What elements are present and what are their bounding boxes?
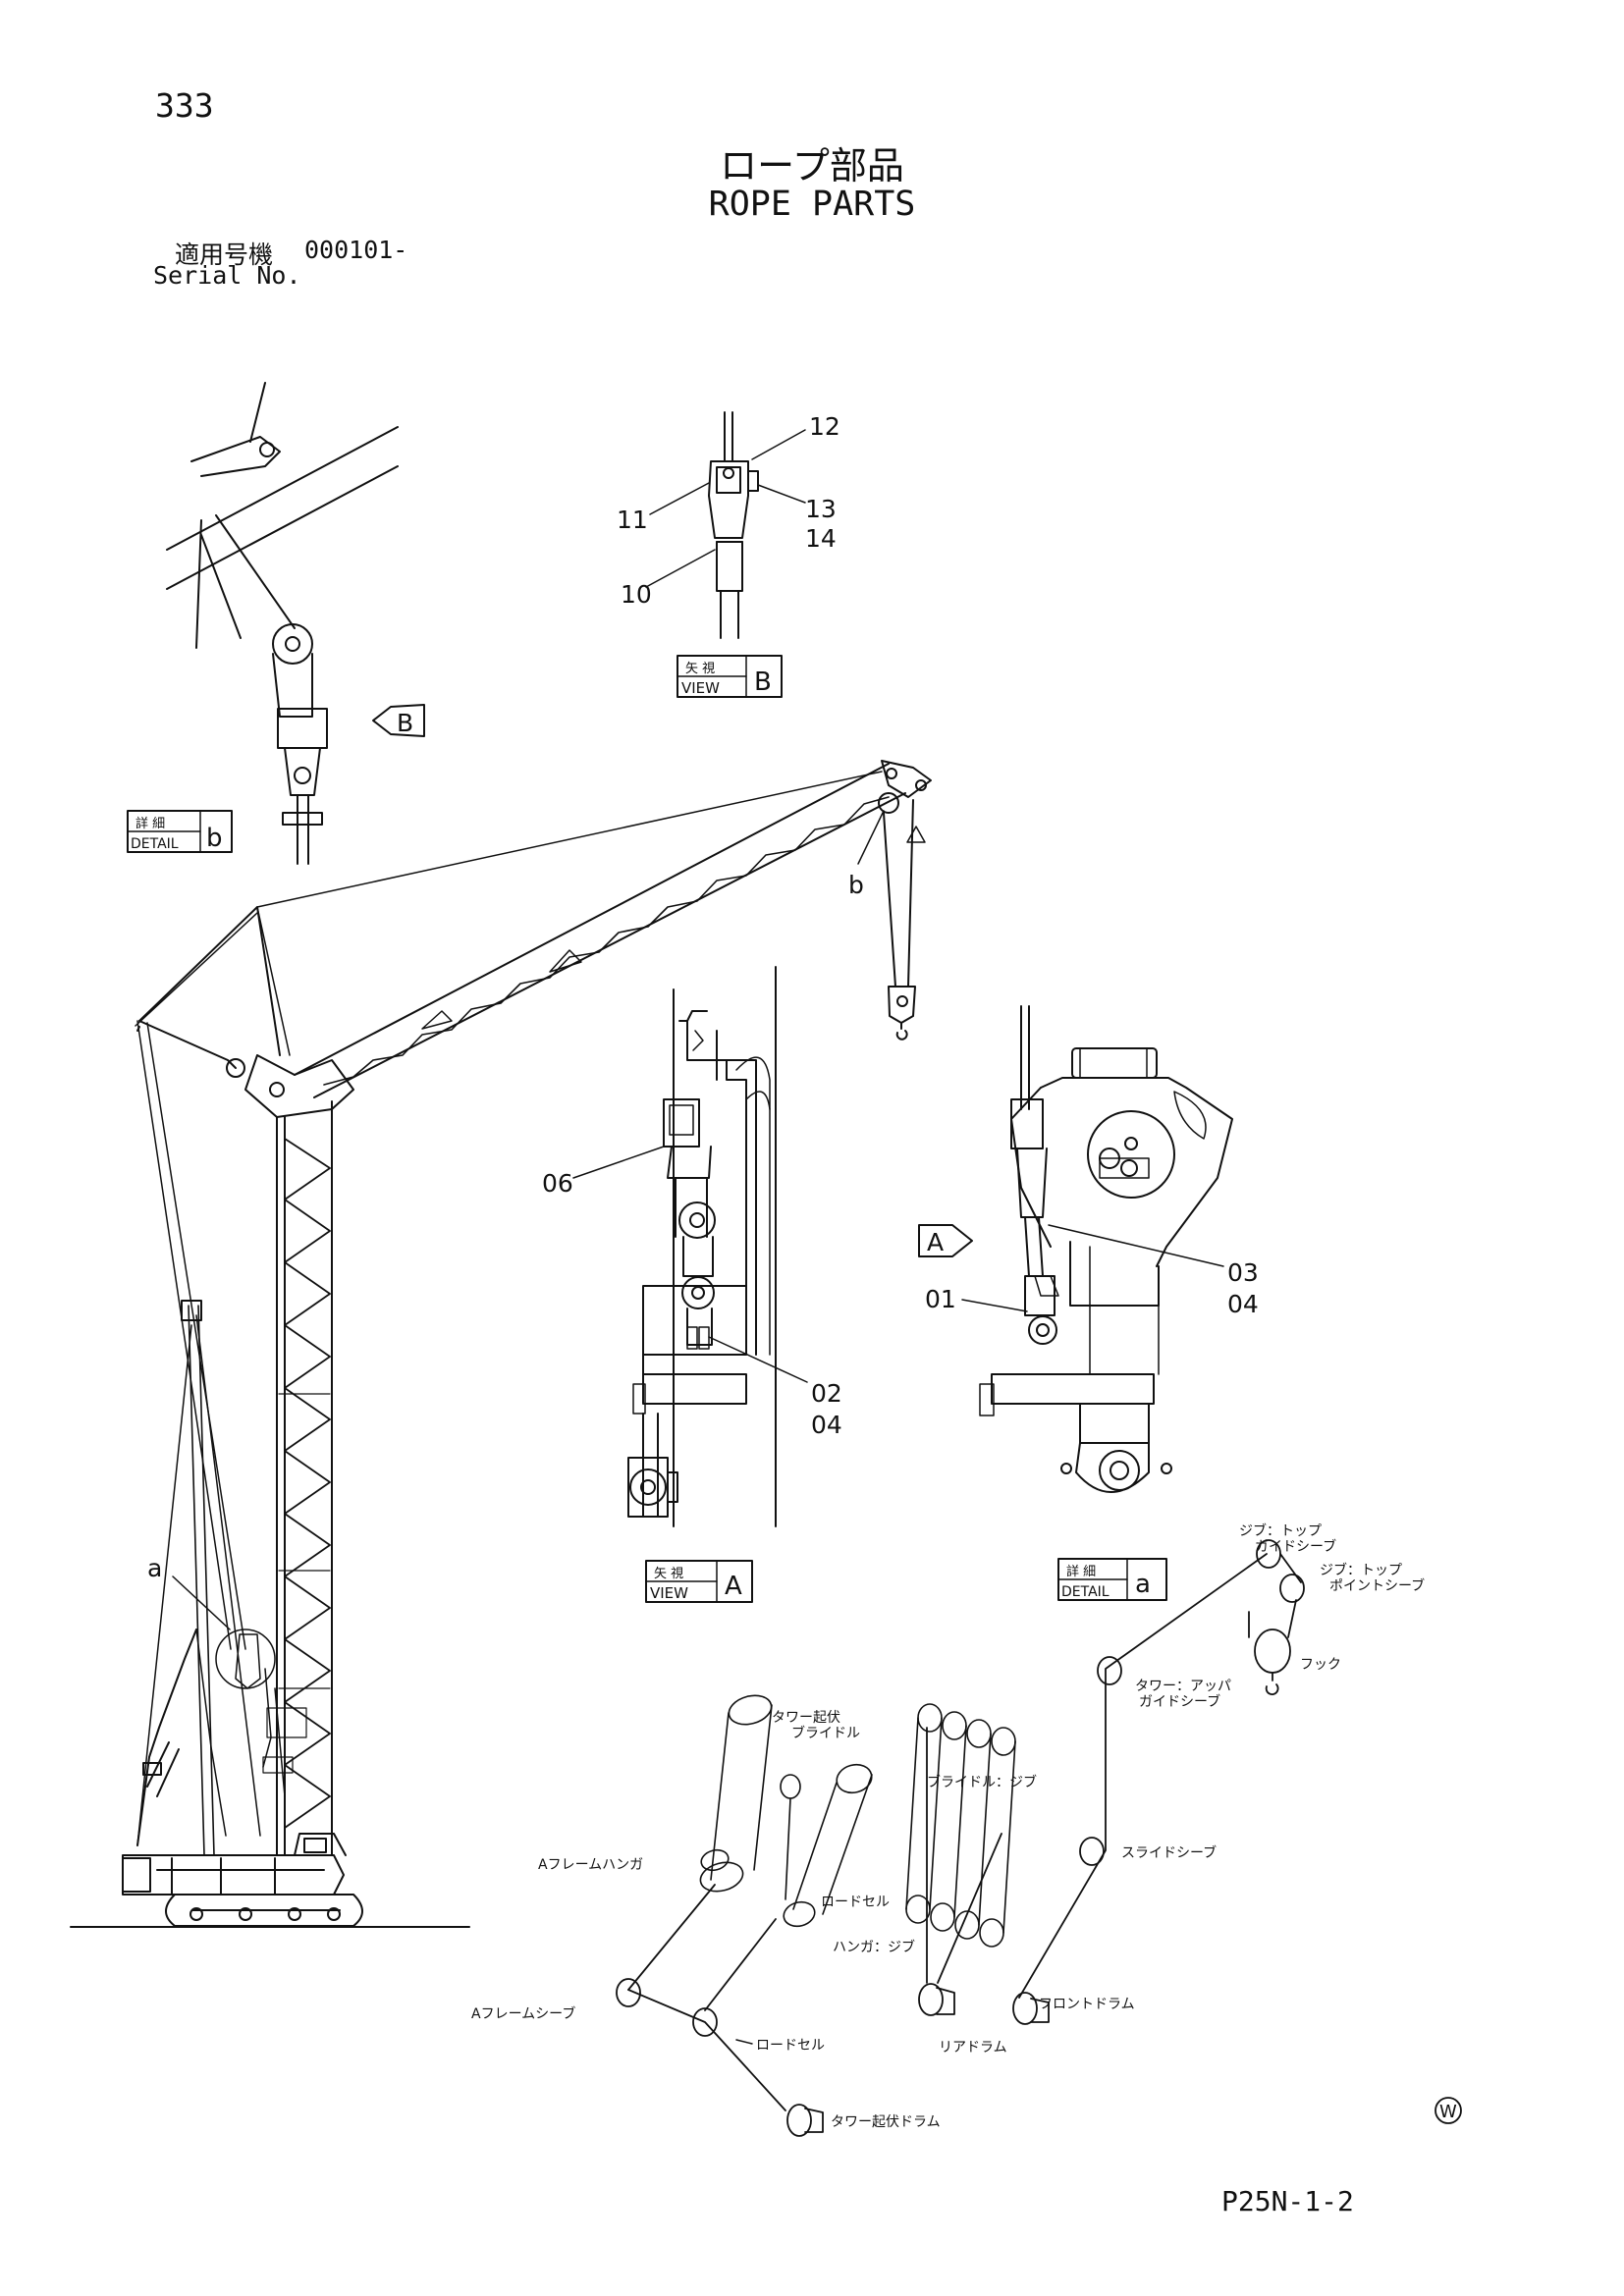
serial-label-jp: 適用号機 — [175, 240, 274, 269]
crane-drawing — [70, 760, 932, 1928]
part-01: 01 — [925, 1285, 956, 1313]
label-load-cell-2: ロードセル — [756, 2038, 825, 2054]
reeving-diagram — [616, 1539, 1305, 2137]
w-mark-letter: W — [1439, 2102, 1457, 2122]
view-b-box: 矢 視 VIEW B — [677, 655, 783, 698]
part-06: 06 — [542, 1169, 573, 1198]
part-12: 12 — [809, 412, 840, 441]
arrow-b-letter: B — [397, 709, 413, 737]
label-jib-top-point-1: ジブ：トップ — [1320, 1562, 1402, 1578]
view-a-box: 矢 視 VIEW A — [645, 1560, 753, 1603]
view-b-en: VIEW — [681, 679, 720, 697]
label-front-drum: フロントドラム — [1039, 1997, 1135, 2012]
arrow-b-callout: B — [372, 704, 425, 737]
label-tower-hoist-bridle-2: ブライドル — [791, 1725, 860, 1741]
label-bridle-jib: ブライドル：ジブ — [927, 1774, 1037, 1790]
callout-b-letter: b — [848, 871, 864, 899]
view-a-en: VIEW — [650, 1584, 688, 1602]
view-b-letter: B — [754, 667, 772, 697]
label-a-frame-sheave: Aフレームシーブ — [471, 2005, 575, 2022]
serial-label-en: Serial No. — [153, 261, 301, 290]
label-load-cell-1: ロードセル — [821, 1895, 890, 1910]
detail-a-letter: a — [1135, 1570, 1151, 1599]
callout-a-letter: a — [147, 1554, 162, 1582]
view-a-letter: A — [725, 1572, 742, 1601]
detail-a-jp: 詳 細 — [1066, 1564, 1096, 1579]
view-a-leaders — [572, 1146, 808, 1383]
label-slide-sheave: スライドシーブ — [1121, 1844, 1217, 1861]
part-14: 14 — [805, 524, 837, 553]
view-b-leaders — [645, 429, 806, 588]
label-rear-drum: リアドラム — [939, 2040, 1007, 2056]
detail-a-drawing — [979, 1005, 1233, 1493]
part-11: 11 — [617, 506, 648, 534]
label-jib-top-guide-2: ガイドシーブ — [1255, 1538, 1336, 1555]
detail-a-en: DETAIL — [1061, 1584, 1110, 1600]
serial-value: 000101- — [304, 236, 408, 264]
detail-b-box: 詳 細 DETAIL b — [127, 810, 233, 853]
part-02: 02 — [811, 1379, 842, 1408]
view-b-jp: 矢 視 — [685, 662, 715, 676]
detail-a-leaders — [961, 1224, 1224, 1312]
part-10: 10 — [621, 580, 652, 609]
w-mark: W — [1435, 2097, 1462, 2124]
part-04-a: 04 — [811, 1411, 842, 1439]
label-a-frame-hanger: Aフレームハンガ — [538, 1857, 643, 1873]
arrow-a-letter: A — [927, 1228, 944, 1256]
page-number: 333 — [155, 86, 214, 125]
label-hanger-jib: ハンガ：ジブ — [833, 1939, 915, 1955]
detail-a-box: 詳 細 DETAIL a — [1057, 1558, 1167, 1601]
label-tower-hoist-bridle-1: タワー起伏 — [772, 1710, 840, 1726]
arrow-a-callout: A — [918, 1224, 973, 1257]
page-title-en: ROPE PARTS — [708, 185, 916, 224]
figure-code: P25N-1-2 — [1221, 2185, 1354, 2217]
reeving-labels: ジブ：トップ ガイドシーブ ジブ：トップ ポイントシーブ フック タワー：アッパ… — [471, 1522, 1425, 2130]
label-jib-top-point-2: ポイントシーブ — [1329, 1577, 1425, 1594]
detail-b-en: DETAIL — [131, 836, 179, 852]
detail-b-jp: 詳 細 — [135, 816, 165, 831]
page-title-jp: ロープ部品 — [720, 144, 904, 187]
detail-b-letter: b — [206, 824, 223, 853]
label-jib-top-guide-1: ジブ：トップ — [1239, 1522, 1322, 1539]
callout-a: a — [147, 1554, 231, 1630]
view-a-drawing — [627, 966, 777, 1527]
view-b-drawing — [708, 411, 759, 639]
part-04-b: 04 — [1227, 1290, 1259, 1318]
view-a-jp: 矢 視 — [654, 1567, 683, 1581]
detail-b-drawing — [166, 382, 399, 865]
callout-b: b — [848, 810, 885, 899]
label-tower-upper-guide-2: ガイドシーブ — [1139, 1693, 1220, 1710]
part-13: 13 — [805, 495, 837, 523]
label-hook: フック — [1300, 1657, 1341, 1673]
part-03: 03 — [1227, 1258, 1259, 1287]
label-tower-upper-guide-1: タワー：アッパ — [1135, 1679, 1231, 1694]
label-tower-hoist-drum: タワー起伏ドラム — [831, 2114, 941, 2130]
